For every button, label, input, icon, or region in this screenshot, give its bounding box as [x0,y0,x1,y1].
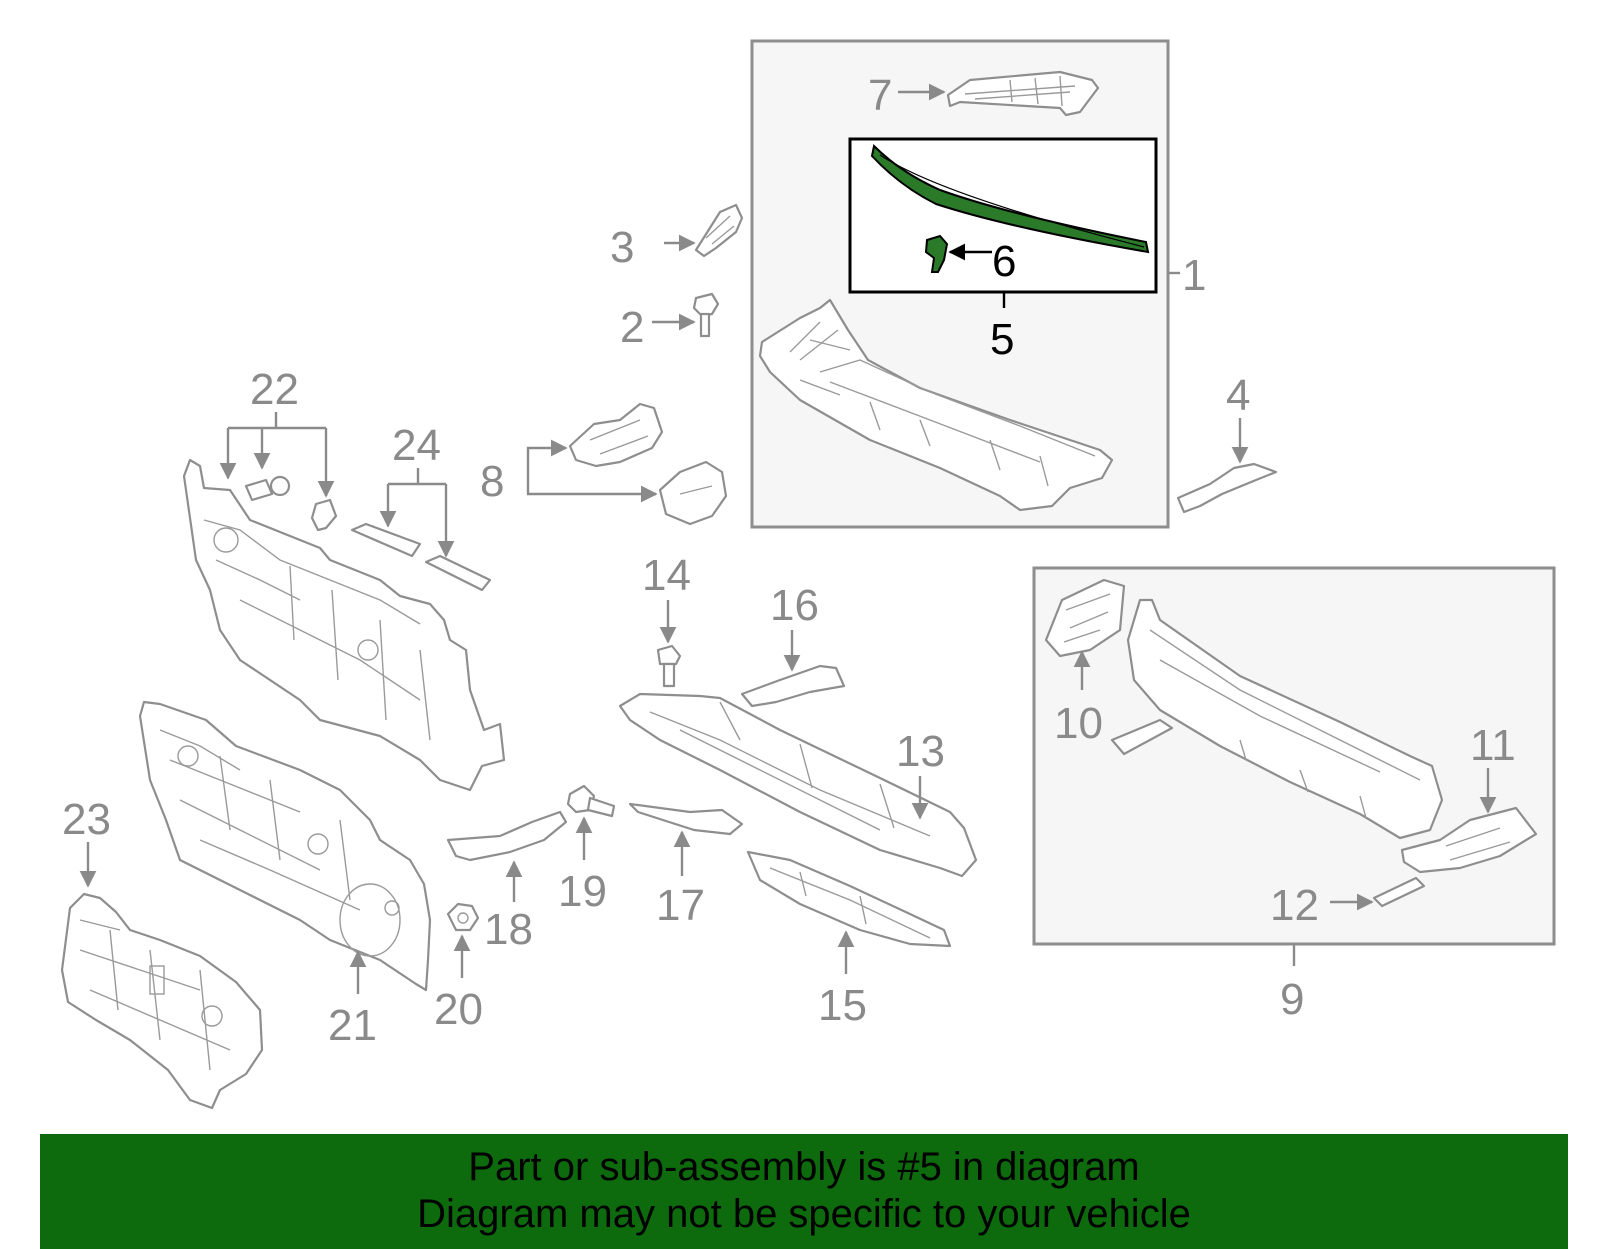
callout-20: 20 [434,985,483,1034]
part-4-bracket [1176,462,1278,514]
banner-line-1: Part or sub-assembly is #5 in diagram [468,1145,1140,1189]
callout-13: 13 [896,727,945,776]
banner-line-2: Diagram may not be specific to your vehi… [417,1192,1191,1236]
part-24-pad-a [350,522,422,558]
part-8-bracket-lower [658,460,728,526]
callout-22: 22 [250,365,299,414]
part-12-pad-a [1110,718,1174,756]
callout-11: 11 [1470,721,1516,770]
callout-12: 12 [1270,881,1319,930]
dash-panel [182,458,506,792]
callout-9: 9 [1280,975,1304,1024]
part-13-cowl-panel [618,692,978,878]
callout-3: 3 [610,223,634,272]
info-banner: Part or sub-assembly is #5 in diagram Di… [40,1134,1568,1249]
callout-1: 1 [1182,251,1206,300]
callout-21: 21 [328,1001,377,1050]
callout-23: 23 [62,795,111,844]
callout-16: 16 [770,581,819,630]
part-14-bolt [656,644,682,688]
callout-6: 6 [992,237,1016,286]
part-8-bracket-upper [568,402,664,468]
panel-9-main [1126,598,1444,840]
callout-14: 14 [642,551,691,600]
part-12-pad [1372,876,1426,908]
callout-8: 8 [480,457,504,506]
part-22-clip [310,498,338,532]
callout-5: 5 [990,315,1014,364]
part-17-reinforcement [628,802,744,836]
callout-19: 19 [558,867,607,916]
callout-24: 24 [392,421,441,470]
part-24-pad-b [424,554,492,592]
part-2-bolt [692,292,720,338]
part-3-bracket [694,203,744,258]
callout-18: 18 [484,905,533,954]
callout-4: 4 [1226,371,1250,420]
callout-10: 10 [1054,699,1103,748]
part-5-seal [870,143,1150,254]
part-15-panel [746,850,952,948]
part-7-grille [946,70,1100,117]
part-22-grommet [244,475,291,502]
part-10-bracket [1044,578,1126,658]
callout-17: 17 [656,881,705,930]
part-6-clip [924,234,949,273]
callout-15: 15 [818,981,867,1030]
part-23-silencer [60,892,264,1110]
part-18-bracket [446,810,568,862]
part-21-insulator [138,700,432,992]
cowl-top-panel [758,298,1114,512]
part-20-nut [446,902,480,932]
part-19-bolt [566,784,616,818]
part-11-bracket [1400,806,1538,874]
part-16-bracket [740,664,846,708]
callout-2: 2 [620,303,644,352]
callout-7: 7 [868,71,892,120]
